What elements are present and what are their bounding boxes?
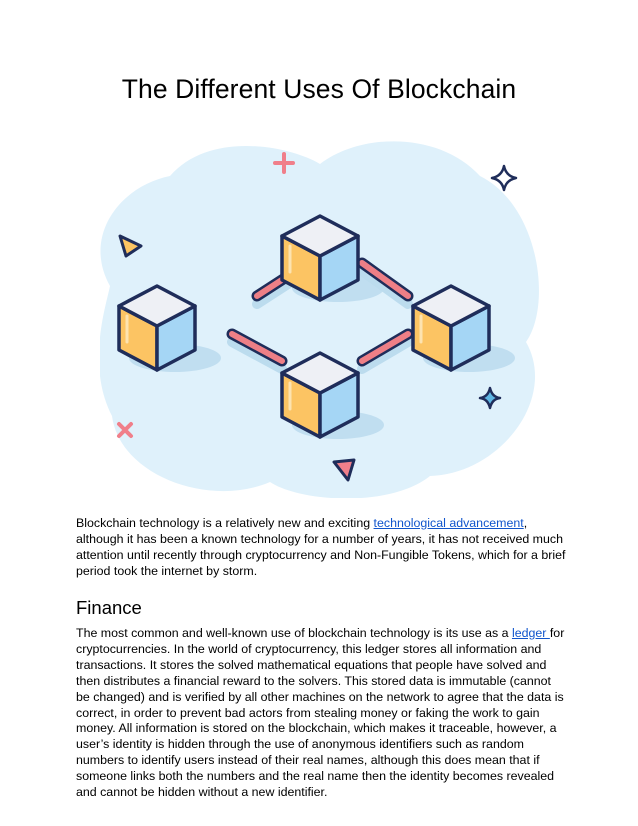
block-bottom <box>280 351 360 439</box>
small-sparkle-icon <box>478 386 502 410</box>
intro-text-start: Blockchain technology is a relatively ne… <box>76 516 374 530</box>
plus-icon <box>273 152 295 174</box>
intro-paragraph: Blockchain technology is a relatively ne… <box>76 516 566 580</box>
finance-text-start: The most common and well-known use of bl… <box>76 626 512 640</box>
block-right <box>411 284 491 372</box>
sparkle-icon <box>490 164 518 192</box>
block-right-top-face <box>411 284 491 328</box>
finance-text-end: for cryptocurrencies. In the world of cr… <box>76 626 565 800</box>
blockchain-blocks <box>117 214 491 439</box>
cross-icon <box>117 422 133 438</box>
block-bottom-top-face <box>280 351 360 395</box>
blockchain-network-illustration <box>100 136 540 498</box>
background-cloud <box>100 141 539 498</box>
pink-triangle-icon <box>332 458 356 482</box>
intro-text-end: , although it has been a known technolog… <box>76 516 566 578</box>
connector-3 <box>229 331 285 364</box>
connector-shadow-3 <box>227 337 287 374</box>
technological-advancement-link[interactable]: technological advancement <box>373 516 524 530</box>
block-left-top-face <box>117 284 197 328</box>
finance-paragraph: The most common and well-known use of bl… <box>76 626 566 801</box>
connector-2 <box>359 260 411 299</box>
connector-shadow-2 <box>357 266 413 309</box>
connector-shadow-4 <box>357 337 413 374</box>
block-top <box>280 214 360 302</box>
ledger-link[interactable]: ledger <box>511 626 550 640</box>
finance-heading: Finance <box>76 597 142 618</box>
page-title: The Different Uses Of Blockchain <box>121 74 517 104</box>
decorations <box>117 152 518 482</box>
block-top-top-face <box>280 214 360 258</box>
connector-4 <box>359 331 411 364</box>
block-left <box>117 284 197 372</box>
triangle-icon <box>118 234 143 258</box>
